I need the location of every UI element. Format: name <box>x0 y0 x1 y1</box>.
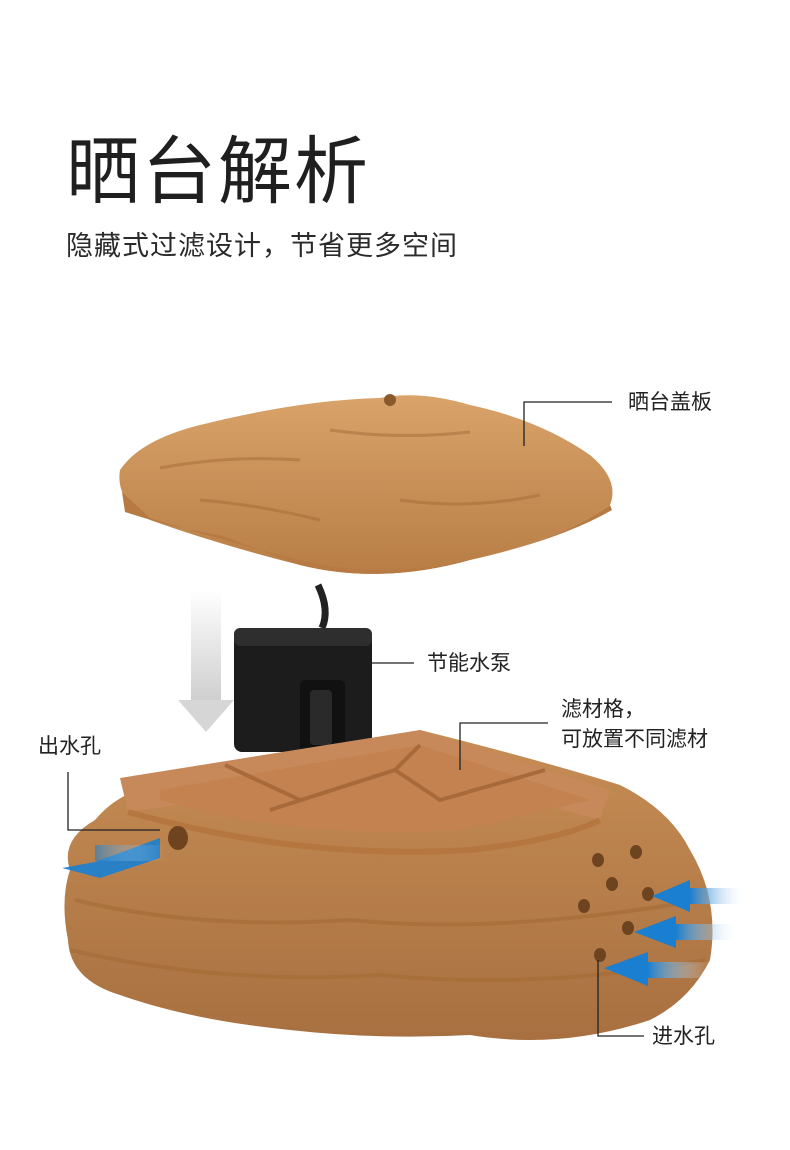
callout-filter-line2: 可放置不同滤材 <box>561 723 708 755</box>
callout-filter-line1: 滤材格， <box>561 693 645 725</box>
callout-cover: 晒台盖板 <box>628 386 712 418</box>
callout-pump: 节能水泵 <box>427 647 511 679</box>
cover-plate <box>119 394 612 574</box>
callout-outlet: 出水孔 <box>38 730 101 762</box>
callout-inlet: 进水孔 <box>652 1020 715 1052</box>
down-arrow-icon <box>178 590 234 732</box>
water-pump <box>234 585 372 752</box>
rock-base <box>64 730 712 1040</box>
